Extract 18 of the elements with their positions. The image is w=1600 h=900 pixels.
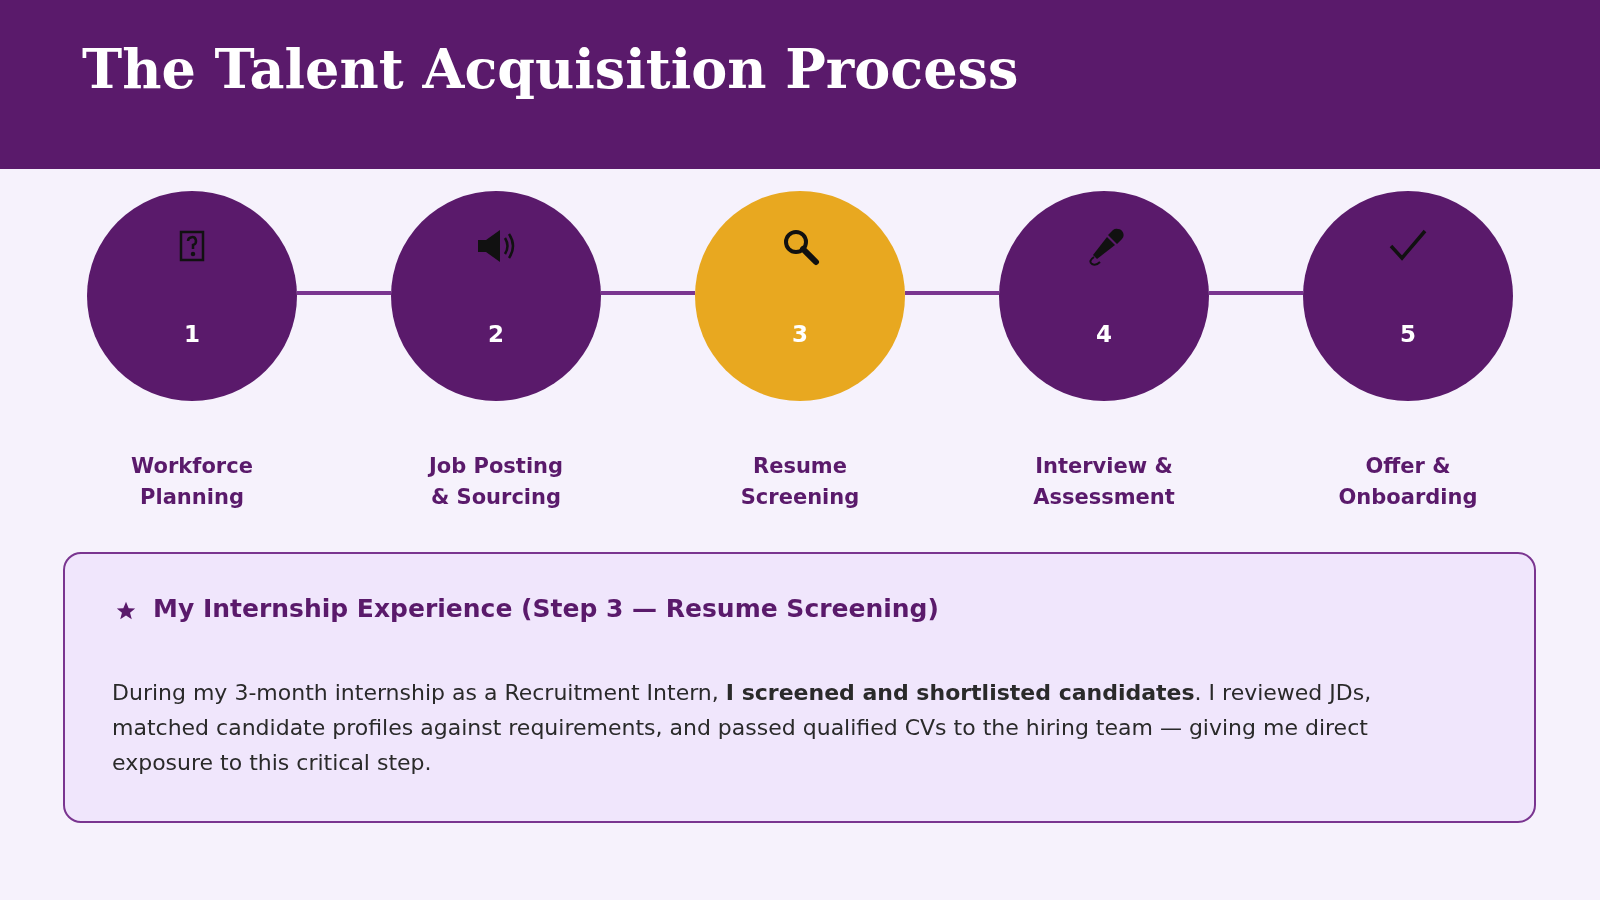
step-number: 3 [791,321,809,347]
connector-line [905,291,999,295]
step-number: 2 [487,321,505,347]
step-number: 1 [183,321,201,347]
connector-line [297,291,391,295]
panel-heading: My Internship Experience (Step 3 — Resume Screening) [153,594,939,623]
connector-line [601,291,695,295]
step-label: Interview & Assessment [1032,453,1176,511]
step-label: Job Posting & Sourcing [426,453,565,511]
panel-paragraph: During my 3-month internship as a Recruitment Intern, I screened and shortlisted candidates. I reviewed JDs, matched candidate profiles against requirements, and passed qualified CVs to the hiring team — giving me direct exposure to this critical step. [112,679,1373,777]
connector-line [1209,291,1303,295]
step-label: Offer & Onboarding [1337,453,1479,511]
step-number: 5 [1399,321,1417,347]
step-label: Resume Screening [739,453,861,511]
title: The Talent Acquisition Process [82,40,1019,100]
experience-panel [63,552,1536,823]
step-label: Workforce Planning [130,453,254,511]
step-number: 4 [1095,321,1113,347]
